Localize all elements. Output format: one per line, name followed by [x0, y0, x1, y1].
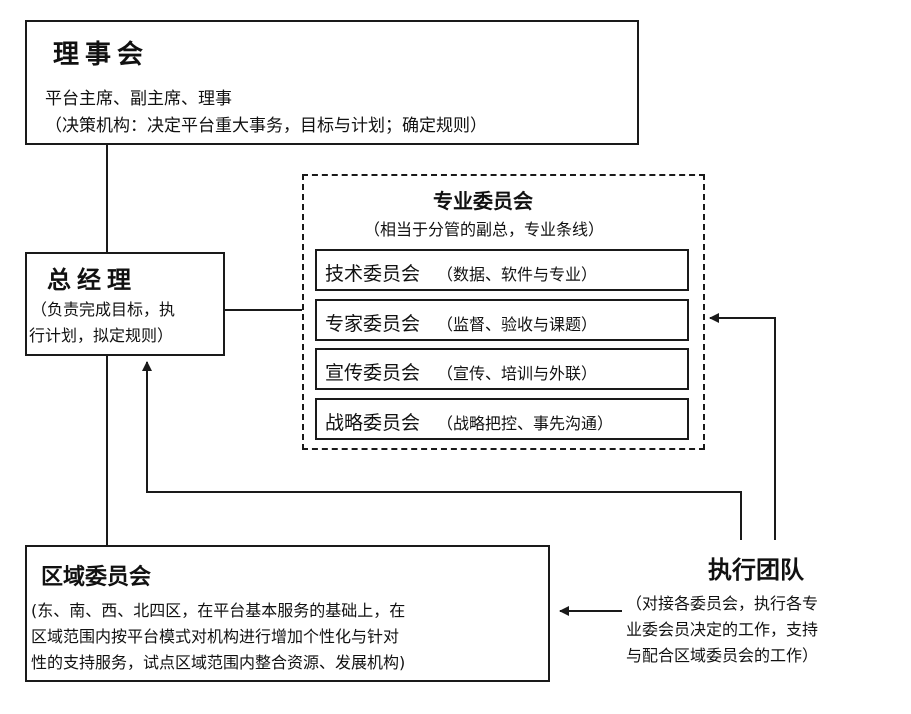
committees-title: 专业委员会 [433, 189, 533, 213]
exec-team: 执行团队 （对接各委员会，执行各专 业委会员决定的工作，支持 与配合区域委员会的… [620, 550, 900, 670]
committee-item-publicity: 宣传委员会 （宣传、培训与外联） [315, 348, 689, 390]
committee-desc: （战略把控、事先沟通） [437, 414, 614, 433]
arrow-exec-committees [709, 313, 776, 540]
committee-desc: （监督、验收与课题） [437, 315, 598, 334]
regional-desc-line3: 性的支持服务，试点区域范围内整合资源、发展机构) [31, 653, 406, 672]
board-members: 平台主席、副主席、理事 [45, 89, 232, 109]
board-role: （决策机构：决定平台重大事务，目标与计划；确定规则） [45, 116, 487, 136]
committee-name: 技术委员会 [325, 263, 421, 285]
regional-box: 区域委员会 (东、南、西、北四区，在平台基本服务的基础上，在 区域范围内按平台模… [25, 545, 550, 682]
committee-item-strategy: 战略委员会 （战略把控、事先沟通） [315, 398, 689, 440]
board-box: 理事会 平台主席、副主席、理事 （决策机构：决定平台重大事务，目标与计划；确定规… [25, 20, 639, 145]
committee-name: 战略委员会 [325, 412, 421, 434]
committee-name: 专家委员会 [325, 313, 421, 335]
exec-desc-line2: 业委会员决定的工作，支持 [626, 620, 819, 639]
committee-item-tech: 技术委员会 （数据、软件与专业） [315, 249, 689, 291]
exec-desc-line3: 与配合区域委员会的工作） [626, 646, 819, 665]
arrow-exec-gm [142, 361, 742, 540]
exec-desc-line1: （对接各委员会，执行各专 [626, 594, 819, 613]
committee-desc: （数据、软件与专业） [437, 265, 598, 284]
committee-name: 宣传委员会 [325, 362, 421, 384]
regional-desc-line1: (东、南、西、北四区，在平台基本服务的基础上，在 [31, 601, 406, 620]
committees-subtitle: （相当于分管的副总，专业条线） [364, 220, 605, 239]
board-title: 理事会 [53, 40, 150, 70]
committee-item-expert: 专家委员会 （监督、验收与课题） [315, 299, 689, 341]
gm-desc-line1: （负责完成目标，执 [31, 300, 176, 319]
gm-desc-line2: 行计划，拟定规则） [29, 326, 174, 345]
committees-group: 专业委员会 （相当于分管的副总，专业条线） 技术委员会 （数据、软件与专业） 专… [302, 174, 705, 450]
exec-title: 执行团队 [708, 556, 804, 584]
gm-box: 总经理 （负责完成目标，执 行计划，拟定规则） [25, 252, 225, 356]
committee-desc: （宣传、培训与外联） [437, 364, 598, 383]
regional-title: 区域委员会 [41, 565, 152, 590]
gm-title: 总经理 [47, 266, 137, 294]
regional-desc-line2: 区域范围内按平台模式对机构进行增加个性化与针对 [31, 627, 400, 646]
